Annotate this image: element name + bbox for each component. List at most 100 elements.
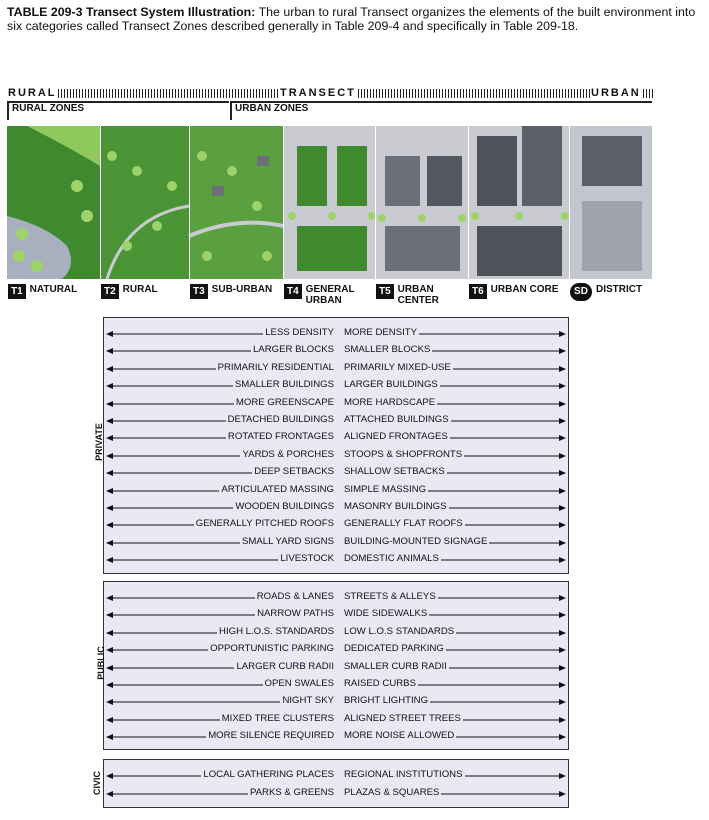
divider [100,126,101,279]
zone-code: T4 [284,284,302,299]
private-section-label: PRIVATE [93,423,104,461]
row-left-label: MORE SILENCE REQUIRED [206,730,334,743]
double-arrow-icon [106,734,566,741]
divider [375,126,376,279]
transect-row: OPEN SWALES RAISED CURBS [104,677,568,694]
row-left-label: NARROW PATHS [255,608,334,621]
double-arrow-icon [106,539,566,546]
double-arrow-icon [106,647,566,654]
double-arrow-icon [106,505,566,511]
row-right-label: ATTACHED BUILDINGS [344,414,451,426]
zone-tag-t6: T6 URBAN CORE [469,284,558,300]
zone-tag-t4: T4 GENERAL URBAN [284,284,366,306]
zone-name: URBAN CORE [490,284,559,295]
double-arrow-icon [106,487,566,494]
transect-row: ROTATED FRONTAGES ALIGNED FRONTAGES [104,430,568,447]
row-right-label: BRIGHT LIGHTING [344,695,431,708]
zone-name: DISTRICT [596,284,643,295]
row-left-label: SMALLER BUILDINGS [232,379,334,392]
zone-code: T3 [190,284,208,299]
double-arrow-icon [106,629,566,636]
transect-row: YARDS & PORCHES STOOPS & SHOPFRONTS [104,448,568,465]
transect-row: WOODEN BUILDINGS MASONRY BUILDINGS [104,500,568,517]
public-section-label: PUBLIC [95,646,106,680]
zone-code: T5 [376,284,394,299]
table-id: TABLE 209-3 Transect System Illustration… [7,5,256,19]
row-right-label: SIMPLE MASSING [344,483,429,496]
transect-row: NARROW PATHS WIDE SIDEWALKS [104,607,568,624]
double-arrow-icon [106,348,566,355]
row-right-label: WIDE SIDEWALKS [344,608,430,621]
row-left-label: PARKS & GREENS [247,787,334,799]
row-left-label: GENERALLY PITCHED ROOFS [193,518,334,531]
row-left-label: LARGER BLOCKS [250,344,334,357]
row-left-label: WOODEN BUILDINGS [233,501,334,513]
transect-illustration [7,126,652,279]
double-arrow-icon [106,664,566,671]
row-right-label: PRIMARILY MIXED-USE [344,361,453,374]
scale-urban-label: URBAN [590,87,642,99]
row-right-label: RAISED CURBS [344,678,418,690]
zone-name: URBAN CENTER [397,284,439,306]
transect-row: LARGER BLOCKS SMALLER BLOCKS [104,343,568,360]
row-right-label: BUILDING-MOUNTED SIGNAGE [344,535,490,548]
row-left-label: ROTATED FRONTAGES [225,431,334,444]
row-left-label: YARDS & PORCHES [240,448,334,461]
zone-tag-t2: T2 RURAL [101,284,158,300]
transect-scale: RURAL TRANSECT URBAN [7,87,653,101]
row-right-label: LARGER BUILDINGS [344,379,440,392]
transect-row: MORE SILENCE REQUIRED MORE NOISE ALLOWED [104,729,568,746]
row-right-label: SMALLER CURB RADII [344,660,449,673]
row-right-label: DOMESTIC ANIMALS [344,553,441,566]
row-right-label: SHALLOW SETBACKS [344,466,447,479]
zone-tag-t3: T3 SUB-URBAN [190,284,272,300]
row-right-label: MORE DENSITY [344,327,420,339]
zone-code: T6 [469,284,487,299]
table-caption: TABLE 209-3 Transect System Illustration… [7,5,697,33]
row-right-label: STREETS & ALLEYS [344,591,438,603]
row-left-label: ARTICULATED MASSING [219,483,334,496]
row-left-label: HIGH L.O.S. STANDARDS [217,625,334,638]
row-right-label: PLAZAS & SQUARES [344,787,442,799]
transect-row: LOCAL GATHERING PLACES REGIONAL INSTITUTI… [104,768,568,785]
row-right-label: REGIONAL INSTITUTIONS [344,769,465,781]
transect-row: LIVESTOCK DOMESTIC ANIMALS [104,552,568,569]
transect-row: SMALLER BUILDINGS LARGER BUILDINGS [104,378,568,395]
row-right-label: MASONRY BUILDINGS [344,501,449,513]
divider [189,126,190,279]
double-arrow-icon [106,331,566,337]
row-right-label: DEDICATED PARKING [344,643,446,656]
double-arrow-icon [106,522,566,529]
row-right-label: ALIGNED STREET TREES [344,712,463,725]
scale-transect-label: TRANSECT [279,87,357,99]
row-right-label: STOOPS & SHOPFRONTS [344,448,465,461]
double-arrow-icon [106,595,566,601]
row-right-label: ALIGNED FRONTAGES [344,431,450,444]
double-arrow-icon [106,470,566,477]
double-arrow-icon [106,557,566,564]
double-arrow-icon [106,452,566,459]
divider [283,126,284,279]
row-left-label: NIGHT SKY [280,695,334,708]
row-right-label: MORE NOISE ALLOWED [344,730,457,743]
row-right-label: SMALLER BLOCKS [344,344,433,357]
row-left-label: DEEP SETBACKS [252,466,334,479]
double-arrow-icon [106,365,566,372]
double-arrow-icon [106,400,566,407]
zone-name: RURAL [122,284,158,295]
urban-zones-label: URBAN ZONES [235,103,309,114]
divider [569,126,570,279]
row-left-label: OPEN SWALES [262,678,334,690]
row-left-label: LOCAL GATHERING PLACES [201,769,334,781]
row-left-label: LIVESTOCK [278,553,334,566]
civic-section-label: CIVIC [92,770,103,796]
